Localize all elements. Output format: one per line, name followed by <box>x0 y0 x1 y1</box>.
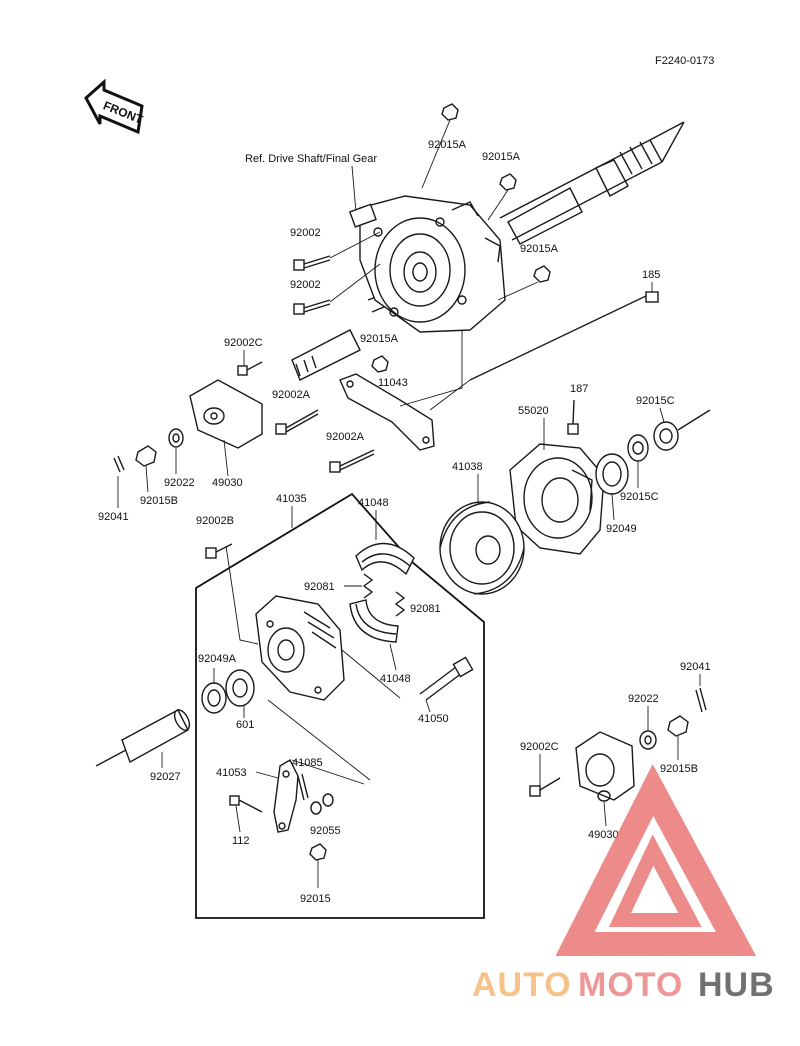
seal-92049 <box>595 453 629 495</box>
logo-text-auto: AUTO <box>472 966 572 1004</box>
brake-shoe-41048-upper <box>355 542 415 576</box>
callout-92002-2: 92002 <box>290 279 321 291</box>
callout-92002-1: 92002 <box>290 227 321 239</box>
callout-55020: 55020 <box>518 405 549 417</box>
washer-92022-right <box>639 730 657 750</box>
callout-41053: 41053 <box>216 767 247 779</box>
nut-92015b-left <box>135 445 157 467</box>
callout-185: 185 <box>642 269 660 281</box>
callout-92022-1: 92022 <box>164 477 195 489</box>
callout-92015b-1: 92015B <box>140 495 178 507</box>
callout-92002a-2: 92002A <box>326 431 365 443</box>
bearing-601 <box>225 669 255 707</box>
spring-92081-2 <box>394 591 406 617</box>
nut-92015a-mid <box>533 265 551 283</box>
callout-92002a-1: 92002A <box>272 389 311 401</box>
callout-92041-2: 92041 <box>680 661 711 673</box>
callout-92027: 92027 <box>150 771 181 783</box>
bracket-11043 <box>339 373 435 451</box>
nut-92015b-right <box>667 715 689 737</box>
callout-92049: 92049 <box>606 523 637 535</box>
pointer-41085 <box>297 773 309 801</box>
hub-cap-49030-right <box>575 731 635 802</box>
seal-92049a <box>201 682 227 714</box>
bolt-92002c-right <box>529 777 561 797</box>
hub-cap-49030-left <box>189 379 263 449</box>
callout-41085: 41085 <box>292 757 323 769</box>
cotter-pin-92041-left <box>113 455 125 473</box>
brake-assembly-frame <box>195 492 485 919</box>
callout-187: 187 <box>570 383 588 395</box>
bolt-92002-1 <box>293 255 331 271</box>
callout-92015a-1: 92015A <box>428 139 467 151</box>
drive-shaft <box>291 121 685 381</box>
callout-92015b-2: 92015B <box>660 763 698 775</box>
bolt-92002a-2 <box>329 449 375 473</box>
callout-92081-2: 92081 <box>410 603 441 615</box>
nut-92015a-top <box>441 103 459 121</box>
callout-41048-1: 41048 <box>358 497 389 509</box>
bolt-187 <box>567 399 579 435</box>
callout-49030-1: 49030 <box>212 477 243 489</box>
brake-panel-55020 <box>509 443 605 555</box>
brake-lever-41053 <box>273 759 299 833</box>
washer-92055a <box>310 801 322 815</box>
callout-92041-1: 92041 <box>98 511 129 523</box>
nut-92015c-1 <box>627 434 649 462</box>
logo-text-hub: HUB <box>698 966 775 1004</box>
callout-112: 112 <box>232 835 250 847</box>
final-gear-housing <box>348 195 506 333</box>
brake-cam-41050 <box>419 656 474 701</box>
callout-41048-2: 41048 <box>380 673 411 685</box>
callout-92002b: 92002B <box>196 515 234 527</box>
callout-92015a-4: 92015A <box>360 333 399 345</box>
front-arrow-icon: FRONT <box>84 78 145 135</box>
callout-41038: 41038 <box>452 461 483 473</box>
brake-drum-41038 <box>439 501 525 595</box>
callout-41050: 41050 <box>418 713 449 725</box>
callout-92015c-1: 92015C <box>636 395 675 407</box>
cotter-pin-92041-right <box>695 687 707 713</box>
callout-92015c-2: 92015C <box>620 491 659 503</box>
spacer-92027 <box>95 709 191 767</box>
callout-11043: 11043 <box>378 377 408 389</box>
nut-92015a-lower <box>371 355 389 373</box>
spring-92081-1 <box>362 573 374 599</box>
bolt-92002c-left <box>237 361 263 376</box>
callout-49030-2: 49030 <box>588 829 619 841</box>
callout-92081-1: 92081 <box>304 581 335 593</box>
brake-backing-plate <box>255 595 345 701</box>
nut-92015c-2 <box>653 421 679 451</box>
bolt-92002-2 <box>293 299 331 315</box>
nut-92015a-right <box>499 173 517 191</box>
ref-drive-shaft-label: Ref. Drive Shaft/Final Gear <box>245 153 377 165</box>
ref-leader <box>351 165 357 213</box>
automotohub-logo: AUTO MOTO HUB <box>472 764 775 1004</box>
bolt-112 <box>229 795 263 813</box>
diagram-code: F2240-0173 <box>655 55 714 67</box>
callout-92002c-1: 92002C <box>224 337 263 349</box>
callout-601: 601 <box>236 719 254 731</box>
callout-92049a: 92049A <box>198 653 237 665</box>
callout-92015: 92015 <box>300 893 331 905</box>
callout-41035: 41035 <box>276 493 307 505</box>
callout-92055: 92055 <box>310 825 341 837</box>
callout-92015a-3: 92015A <box>520 243 559 255</box>
callout-92015a-2: 92015A <box>482 151 521 163</box>
callout-92022-2: 92022 <box>628 693 659 705</box>
brake-shoe-41048-lower <box>349 599 399 643</box>
bolt-92002a-1 <box>275 409 319 435</box>
washer-92022-left <box>168 428 184 448</box>
logo-text-moto: MOTO <box>578 966 683 1004</box>
logo-triangle <box>555 764 757 956</box>
nut-92015 <box>309 843 327 861</box>
callout-92002c-2: 92002C <box>520 741 559 753</box>
washer-92055b <box>322 793 334 807</box>
bolt-92002b <box>205 543 233 559</box>
